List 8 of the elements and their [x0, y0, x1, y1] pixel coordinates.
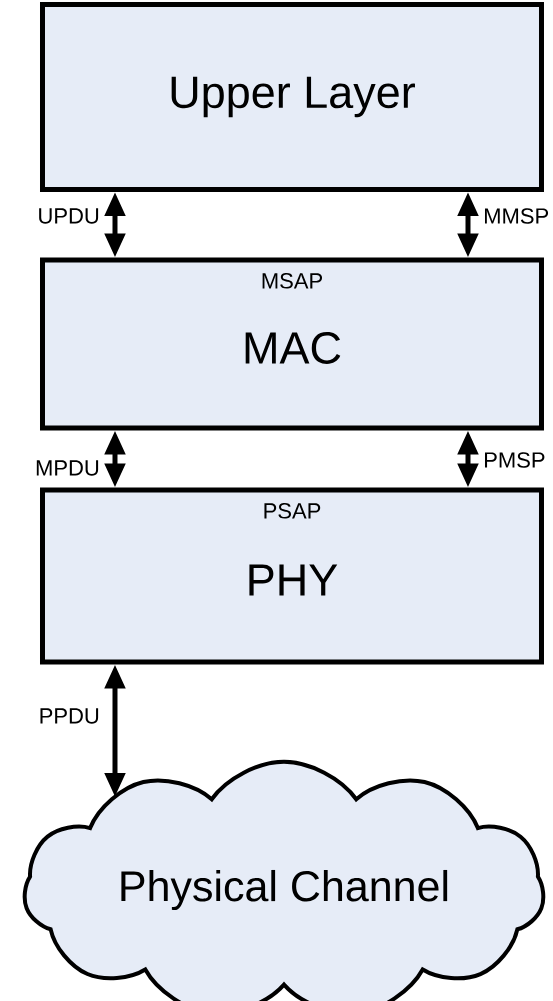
edge-label: PPDU [40, 708, 99, 724]
layer-box: MSAP MAC [40, 257, 544, 431]
edge-label: MPDU [36, 460, 99, 476]
layer-box: Upper Layer [40, 2, 544, 192]
edge-label: UPDU [39, 208, 99, 224]
edge-label: MMSP [485, 208, 549, 224]
edge-label: PMSP [485, 452, 545, 468]
layer-box: PSAP PHY [40, 487, 544, 665]
